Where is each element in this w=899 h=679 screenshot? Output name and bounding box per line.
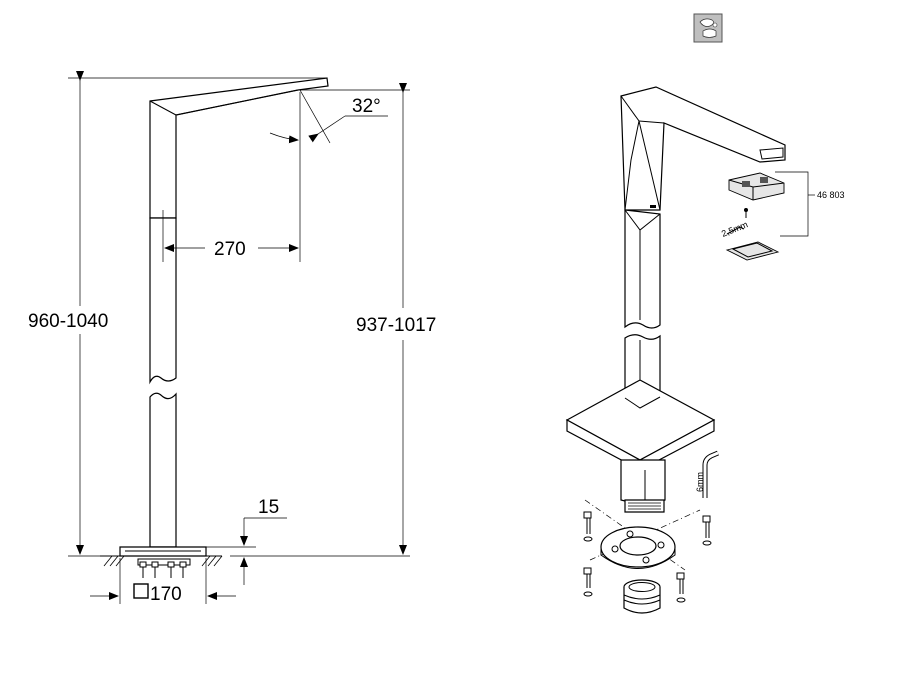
angle-label: 32° xyxy=(352,96,381,117)
exploded-view-labels: 46 803 2,5mm 6mm xyxy=(695,190,845,492)
side-view-faucet xyxy=(100,77,329,578)
overall-height-label: 960-1040 xyxy=(28,311,108,332)
spare-part-number: 46 803 xyxy=(817,190,845,200)
hex-key-small-label: 2,5mm xyxy=(720,219,749,239)
mounting-hardware xyxy=(583,499,712,614)
hex-key-large-label: 6mm xyxy=(695,472,705,492)
spout-height-label: 937-1017 xyxy=(356,315,436,336)
square-symbol xyxy=(133,583,149,599)
aerator-parts xyxy=(725,171,815,261)
dimension-lines xyxy=(68,71,410,604)
base-height-label: 15 xyxy=(258,497,279,518)
hot-cold-water-icon xyxy=(693,13,723,43)
dimension-labels: 960-1040 937-1017 270 32° 15 170 xyxy=(28,96,436,605)
hex-key-large xyxy=(702,450,719,498)
exploded-view-faucet xyxy=(565,86,786,513)
reach-label: 270 xyxy=(214,239,246,260)
base-size-label: 170 xyxy=(150,584,182,605)
